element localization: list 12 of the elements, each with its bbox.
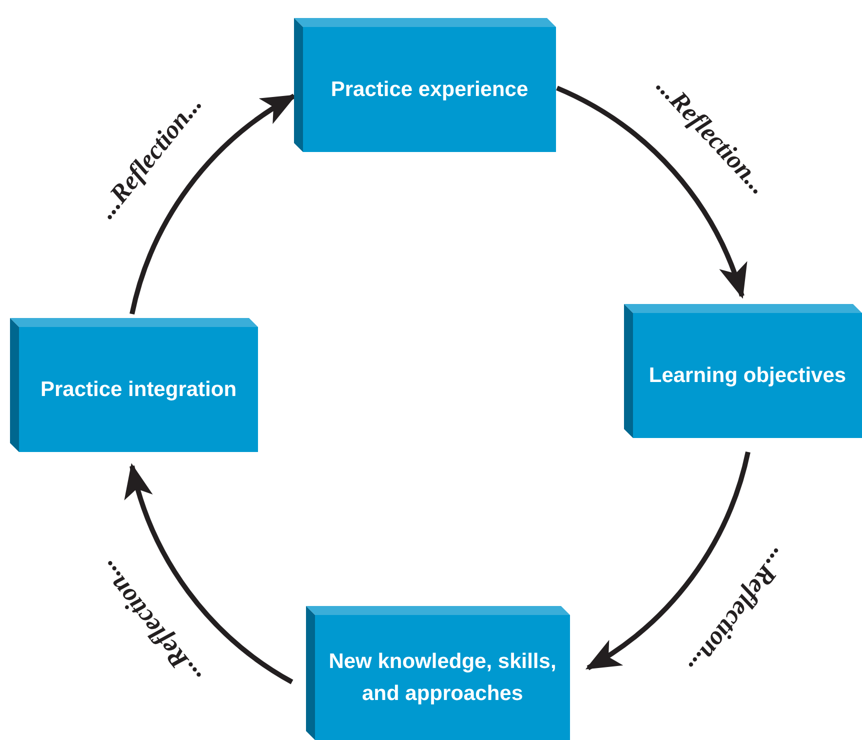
- curved-arrow: [130, 94, 296, 315]
- box-label: Practice experience: [330, 76, 528, 103]
- box-label: New knowledge, skills, and approaches: [328, 649, 558, 706]
- box-label: Practice integration: [40, 376, 237, 403]
- process-box: [306, 606, 570, 740]
- process-box: [294, 18, 556, 152]
- curved-arrow: [556, 86, 745, 299]
- curved-arrow: [586, 451, 750, 670]
- box-label: Learning objectives: [648, 362, 846, 389]
- process-box: [10, 318, 258, 452]
- process-box: [624, 304, 862, 438]
- curved-arrow: [126, 463, 294, 684]
